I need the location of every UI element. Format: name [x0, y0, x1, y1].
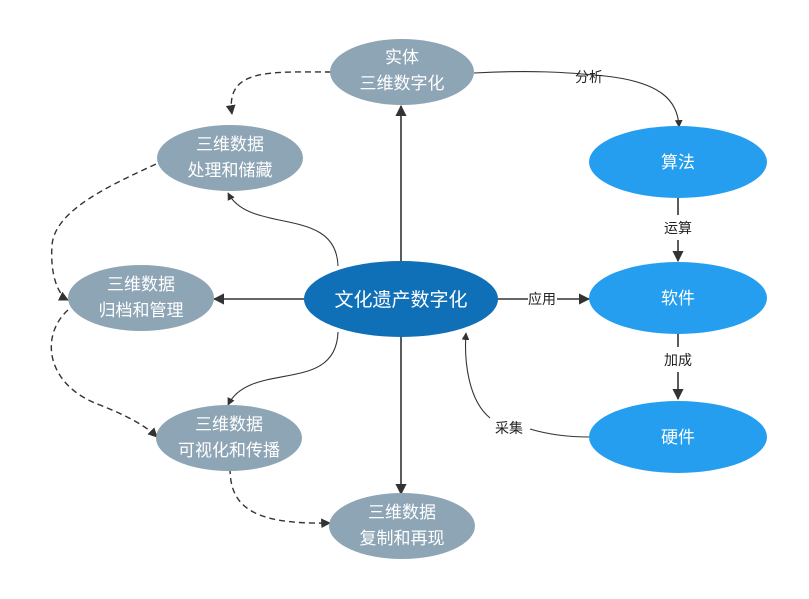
- node-center: 文化遗产数字化: [304, 261, 498, 337]
- node-replicate-shape: [329, 493, 475, 559]
- edge-center-to-visualize: [227, 331, 339, 406]
- node-algorithm: 算法: [589, 126, 767, 198]
- node-center-shape: [304, 261, 498, 337]
- node-processing: 三维数据 处理和储藏: [157, 125, 303, 191]
- node-entity-shape: [330, 39, 474, 105]
- edge-entity-to-processing: [225, 71, 332, 115]
- edge-center-to-processing: [227, 192, 339, 267]
- edge-visualize-to-replicate: [229, 467, 331, 529]
- node-algorithm-label: 算法: [661, 153, 695, 173]
- node-software: 软件: [589, 262, 767, 334]
- node-software-shape: [589, 262, 767, 334]
- node-hardware: 硬件: [589, 401, 767, 473]
- node-visualize: 三维数据 可视化和传播: [156, 405, 302, 471]
- node-software-label: 软件: [661, 289, 695, 309]
- node-hardware-shape: [589, 401, 767, 473]
- node-replicate-line1: 三维数据: [368, 503, 436, 523]
- node-hardware-label: 硬件: [661, 428, 695, 448]
- node-archive-line2: 归档和管理: [99, 301, 184, 321]
- node-visualize-line1: 三维数据: [195, 415, 263, 435]
- edge-entity-to-algorithm-a: [473, 71, 606, 77]
- edge-label-apply: 应用: [528, 291, 556, 308]
- node-archive-shape: [68, 265, 214, 331]
- edge-label-compute: 运算: [664, 221, 692, 237]
- node-entity: 实体 三维数字化: [330, 39, 474, 105]
- node-entity-line2: 三维数字化: [360, 74, 445, 94]
- edge-label-collect: 采集: [495, 420, 523, 437]
- node-processing-shape: [157, 125, 303, 191]
- edge-hardware-to-center-b: [461, 332, 491, 419]
- edge-label-add-to: 加成: [664, 353, 692, 369]
- edge-label-analysis: 分析: [575, 70, 603, 86]
- connectors: [50, 71, 684, 529]
- edge-processing-to-archive: [51, 159, 166, 301]
- edge-entity-to-algorithm-b: [604, 75, 683, 128]
- node-replicate: 三维数据 复制和再现: [329, 493, 475, 559]
- node-processing-line1: 三维数据: [196, 135, 264, 155]
- node-center-label: 文化遗产数字化: [334, 289, 467, 311]
- node-processing-line2: 处理和储藏: [188, 161, 273, 181]
- node-visualize-line2: 可视化和传播: [178, 441, 280, 461]
- node-archive: 三维数据 归档和管理: [68, 265, 214, 331]
- node-entity-line1: 实体: [385, 48, 419, 68]
- node-algorithm-shape: [589, 126, 767, 198]
- edge-hardware-to-center-a: [529, 428, 590, 438]
- node-replicate-line2: 复制和再现: [360, 529, 445, 549]
- node-archive-line1: 三维数据: [107, 275, 175, 295]
- node-visualize-shape: [156, 405, 302, 471]
